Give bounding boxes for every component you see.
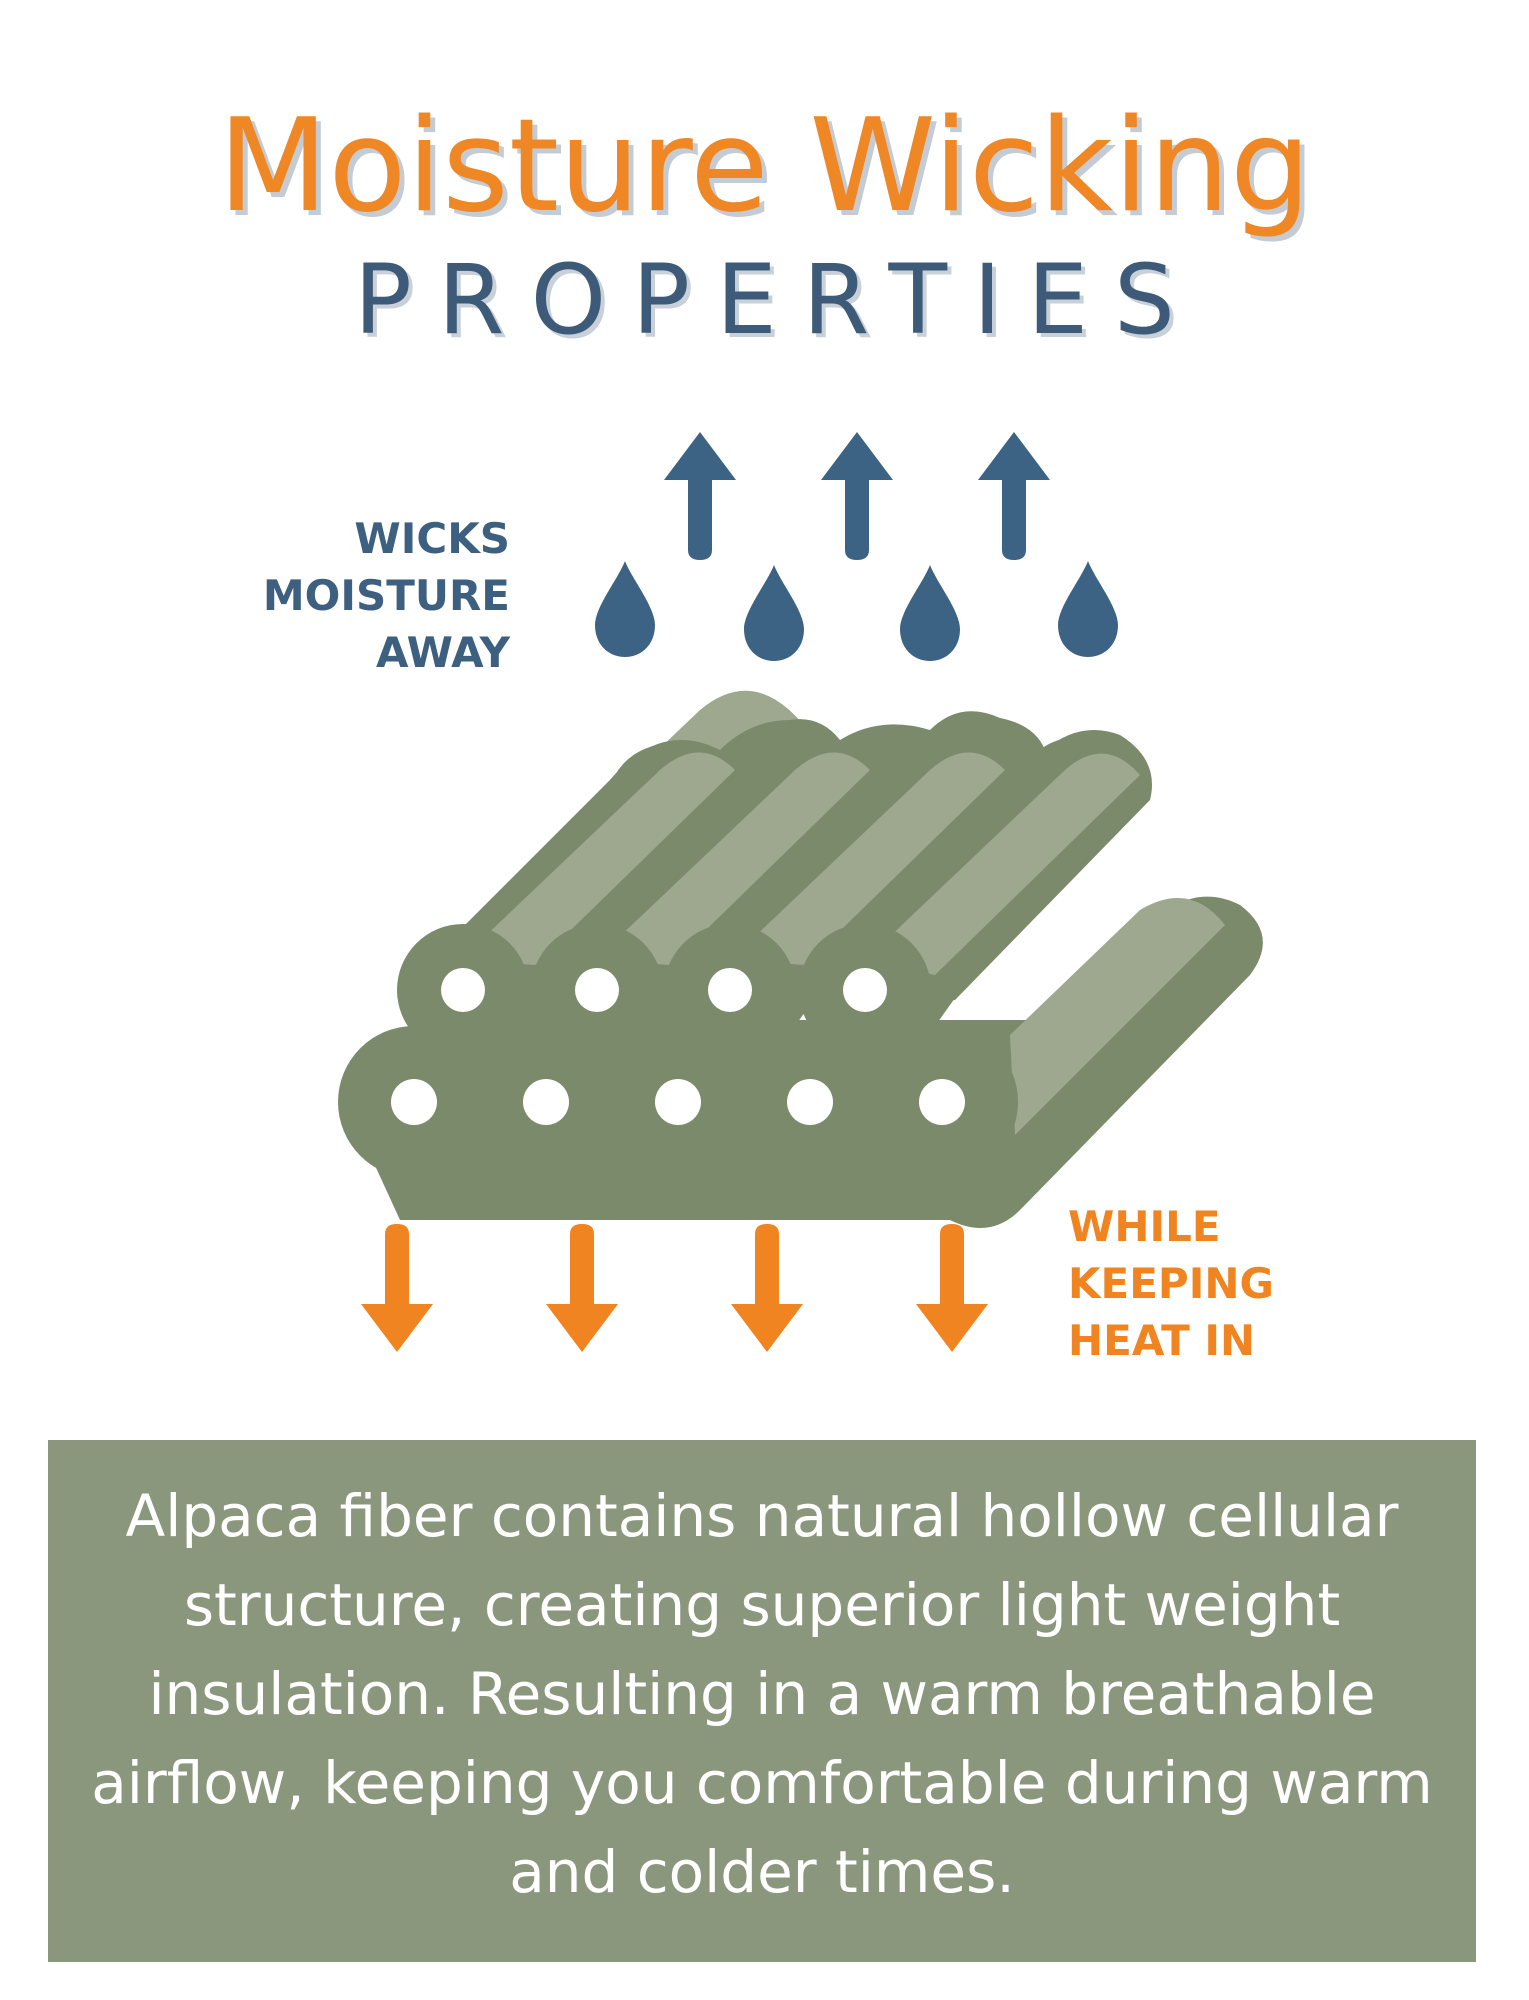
arrow-down-icon [916,1224,988,1352]
water-drop-icon [1058,561,1118,657]
arrow-up-icon [821,432,893,560]
water-drop-icon [900,565,960,661]
wicks-label-line: AWAY [376,628,510,677]
water-drop-icon [744,565,804,661]
moisture-wicking-diagram [338,432,1263,1352]
arrow-up-icon [978,432,1050,560]
page-subtitle: PROPERTIES [354,244,1201,356]
arrow-down-icon [546,1224,618,1352]
water-drop-icon [595,561,655,657]
wicks-label-line: MOISTURE [262,571,510,620]
arrow-down-icon [731,1224,803,1352]
description-box: Alpaca fiber contains natural hollow cel… [48,1440,1476,1962]
wicks-label-line: WICKS [354,514,510,563]
arrow-down-icon [361,1224,433,1352]
page-title: Moisture Wicking [217,92,1312,241]
heat-label-line: KEEPING [1068,1259,1274,1308]
description-text: Alpaca fiber contains natural hollow cel… [91,1482,1433,1906]
keeping-heat-label: WHILE KEEPING HEAT IN [1068,1198,1274,1369]
hollow-fiber-bundle-icon [338,690,1263,1228]
arrow-up-icon [664,432,736,560]
heat-label-line: WHILE [1068,1202,1221,1251]
wicks-moisture-label: WICKS MOISTURE AWAY [263,510,510,681]
heat-label-line: HEAT IN [1068,1316,1256,1365]
